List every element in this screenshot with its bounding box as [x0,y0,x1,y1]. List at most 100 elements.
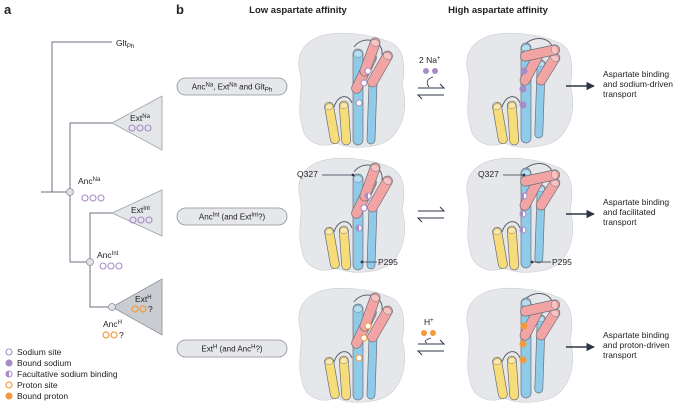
outcome-row-2-line-1: Aspartate binding [603,197,669,207]
anc-h-question: ? [119,330,124,340]
legend-icon-bound-proton [5,392,13,400]
node-anc-h [108,303,116,311]
ext-h-question: ? [148,304,153,314]
loop-bottom [501,351,521,363]
sites-anc-na [81,194,105,202]
binding-site-3 [519,101,527,109]
helix-red-3 [519,44,561,62]
structure-row-2-high [466,157,573,273]
helix-blue-1 [352,173,364,271]
outcome-row-3-line-2: and proton-driven [603,340,670,350]
residue-p295-right: P295 [552,257,572,267]
outcome-row-1-line-3: transport [603,89,637,99]
binding-site-3 [355,354,363,362]
label-anc-h: AncH [103,319,122,329]
ion-proton-dot-2 [430,330,436,336]
helix-yellow-2 [338,355,352,401]
helix-red-2 [367,175,393,213]
binding-site-1 [520,67,528,75]
legend-icon-bound-sodium [5,359,13,367]
ion-sodium-label: 2 Na+ [419,55,441,65]
outcome-row-1-line-1: Aspartate binding [603,69,669,79]
outcome-row-2-line-3: transport [603,217,637,227]
pill-row-3: ExtH (and AncH?) [176,339,288,358]
pill-text-row-3: ExtH (and AncH?) [201,345,263,354]
equilibrium-arrow-row-1 [416,83,446,100]
binding-site-2 [360,79,368,87]
equilibrium-arrow-row-2 [416,206,446,223]
helix-yellow-2 [338,100,352,146]
helix-red-2 [367,305,393,343]
header-low-affinity: Low aspartate affinity [249,5,347,16]
helix-yellow-1 [324,101,340,145]
helix-yellow-2 [506,225,520,271]
sites-ext-na [128,124,152,132]
equilibrium-arrow-row-3 [416,339,446,356]
loop-bottom [333,96,353,108]
pill-row-1: AncNa, ExtNa and GltPh [176,77,288,96]
ion-proton-label: H+ [424,317,434,327]
helix-red-3 [359,37,381,77]
helix-yellow-1 [324,226,340,270]
helix-red-2 [367,50,393,88]
outcome-row-3-line-3: transport [603,350,637,360]
binding-site-2 [519,340,527,348]
residue-q327-right: Q327 [478,169,499,179]
binding-site-2 [519,85,527,93]
helix-red-3 [519,299,561,317]
legend-label-1: Bound sodium [17,358,71,368]
label-anc-na: AncNa [78,176,101,186]
legend-icon-facultative-sodium [5,370,13,378]
loop-bottom [333,221,353,233]
helix-yellow-1 [492,226,508,270]
helix-yellow-1 [324,356,340,400]
residue-q327-left: Q327 [297,169,318,179]
helix-blue-1 [352,48,364,146]
structure-row-3-low [298,287,405,403]
helix-yellow-2 [506,355,520,401]
node-anc-na [66,188,74,196]
panel-label-a: a [4,2,12,17]
outcome-arrows [566,81,595,352]
equilibrium-arrows [416,83,446,356]
binding-site-1 [364,67,372,75]
panel-label-b: b [176,2,184,17]
outcome-row-1-line-2: and sodium-driven [603,79,673,89]
helix-yellow-2 [506,100,520,146]
helix-yellow-1 [492,101,508,145]
helix-red-3 [519,169,561,187]
transporter-structures [298,32,573,403]
label-gltph: GltPh [116,38,134,50]
binding-site-1 [364,322,372,330]
structure-row-3-high [466,287,573,403]
helix-red-3 [359,162,381,202]
ion-proton-dot-1 [421,330,427,336]
outcome-row-3-line-1: Aspartate binding [603,330,669,340]
residue-p295-left: P295 [378,257,398,267]
helix-red-3 [359,292,381,332]
outcome-row-2-line-2: and facilitated [603,207,656,217]
ion-proton-annotation: H+ [421,317,436,344]
sites-ext-int [129,216,153,224]
node-anc-int [86,258,94,266]
pill-text-row-2: AncInt (and ExtInt?) [199,213,266,222]
legend-label-0: Sodium site [17,347,62,357]
clade-triangle-ext-na [111,95,163,151]
loop-bottom [501,221,521,233]
header-high-affinity: High aspartate affinity [448,5,548,16]
sites-anc-h [102,331,118,339]
outcome-texts: Aspartate binding and sodium-driven tran… [603,69,673,360]
ion-sodium-dot-1 [423,68,429,74]
loop-bottom [333,351,353,363]
binding-site-3 [355,99,363,107]
clade-triangle-ext-int [111,189,163,237]
legend: Sodium site Bound sodium Facultative sod… [5,347,118,401]
pill-text-row-1: AncNa, ExtNa and GltPh [192,83,273,94]
phylogenetic-tree [41,41,126,308]
sites-anc-int [99,262,123,270]
helix-red-2 [535,177,561,211]
label-ext-int: ExtInt [131,205,150,215]
binding-site-1 [520,322,528,330]
